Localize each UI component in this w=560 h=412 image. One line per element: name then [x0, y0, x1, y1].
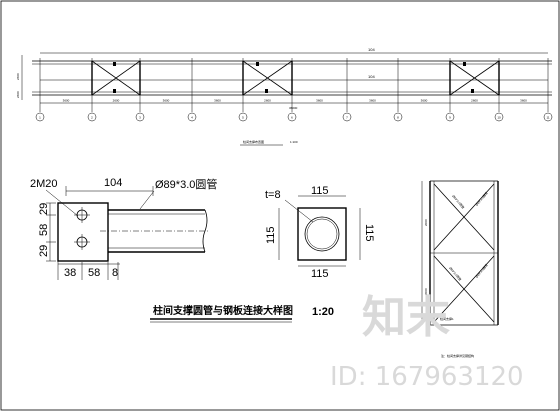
- svg-text:2: 2: [91, 116, 93, 120]
- bay-dim: 2600: [113, 99, 120, 103]
- bay-dim: 3600: [520, 99, 527, 103]
- plate-connection-detail: 2M20 104 Ø89*3.0圆管: [30, 177, 217, 280]
- elevation-scale: 1:100: [290, 140, 298, 144]
- bay-dim: 3600: [63, 99, 70, 103]
- svg-text:11: 11: [546, 116, 549, 120]
- axis-bubble: 11: [543, 112, 553, 122]
- brace-diag-2: [433, 183, 495, 251]
- x-brace-1: [91, 60, 141, 96]
- svg-text:5: 5: [242, 116, 244, 120]
- pipe-section-inner: [306, 218, 338, 250]
- vdim-1: 29: [38, 203, 50, 215]
- hdim-3: 8: [112, 267, 118, 279]
- bolt-hole-bottom: [74, 234, 90, 250]
- svg-text:1: 1: [39, 116, 41, 120]
- x-brace-3: [449, 60, 500, 96]
- bracing-elevation: 104 104: [16, 47, 553, 146]
- member-label-1: Ø89*3.0圆管: [451, 193, 466, 209]
- member-label-2: Ø89*3.0圆管: [474, 190, 489, 206]
- gusset-plate: [57, 202, 109, 262]
- watermark: 知末 ID: 167963120: [330, 292, 524, 392]
- total-dim: 36000: [289, 106, 298, 110]
- bay-dim: 3600: [163, 99, 170, 103]
- square-plate: [297, 207, 347, 261]
- thickness-label: t=8: [265, 189, 281, 201]
- pipe-leader: [139, 190, 155, 210]
- svg-text:10: 10: [497, 116, 501, 120]
- x-brace-2: [242, 60, 293, 96]
- axis-bubble: 4: [187, 112, 197, 122]
- bay-dim: 2600: [471, 99, 478, 103]
- vdim-2: 58: [38, 224, 50, 236]
- axis-bubble: 7: [342, 112, 352, 122]
- axis-bubble: 5: [238, 112, 248, 122]
- bay-dim: 3600: [369, 99, 376, 103]
- sq-bottom-dim: 115: [311, 268, 329, 280]
- pipe-label: Ø89*3.0圆管: [155, 177, 217, 191]
- brace-tag: 柱间支撑1: [440, 316, 454, 321]
- plate-width-dim: 104: [104, 177, 122, 189]
- brace-diag-4: [433, 255, 495, 323]
- column-lines: [39, 58, 549, 112]
- square-plate-detail: t=8 115 115 115 115: [265, 185, 375, 280]
- vdim-3: 29: [38, 245, 50, 257]
- axis-bubble: 6: [287, 112, 297, 122]
- sq-right-dim: 115: [363, 224, 375, 242]
- caption-scale: 1:20: [312, 306, 334, 318]
- bay-dim: 2600: [264, 99, 271, 103]
- bay-dim: 3600: [421, 99, 428, 103]
- svg-text:8: 8: [397, 116, 399, 120]
- pipe-section-outer: [304, 216, 340, 252]
- svg-text:4: 4: [191, 116, 193, 120]
- svg-text:9: 9: [449, 116, 451, 120]
- axis-bubble: 3: [135, 112, 145, 122]
- sq-left-dim: 115: [265, 226, 277, 244]
- side-dim-2: 2600: [16, 91, 20, 98]
- axis-bubble: 9: [445, 112, 455, 122]
- thickness-leader: [284, 199, 314, 223]
- side-dim-1: 2600: [16, 73, 20, 80]
- pipe-break: [202, 209, 208, 253]
- hdim-1: 38: [64, 267, 76, 279]
- svg-text:3: 3: [139, 116, 141, 120]
- caption-title: 柱间支撑圆管与钢板连接大样图: [153, 304, 293, 317]
- watermark-logo: 知末: [362, 292, 450, 343]
- hdim-2: 58: [88, 267, 100, 279]
- watermark-id: ID: 167963120: [330, 362, 524, 392]
- bolt-label: 2M20: [30, 178, 58, 190]
- axis-bubble: 2: [87, 112, 97, 122]
- bay-dim: 3600: [214, 99, 221, 103]
- detail-caption: 柱间支撑圆管与钢板连接大样图 1:20: [150, 304, 334, 323]
- member-label-4: Ø89*3.0圆管: [474, 262, 489, 278]
- bolt-hole-top: [74, 207, 90, 223]
- bay-dim: 3600: [316, 99, 323, 103]
- svg-text:6: 6: [291, 116, 293, 120]
- elevation-title: 柱间支撑布置图: [243, 139, 264, 144]
- axis-bubble: 8: [393, 112, 403, 122]
- axis-bubbles: 1 2 3 4 5 6 7 8 9 10 11: [35, 112, 553, 122]
- brace-dim-2: 2000: [424, 288, 428, 295]
- brace-note: 注：柱间支撑详见钢结构: [441, 353, 474, 358]
- sq-top-dim: 115: [311, 185, 329, 197]
- brace-dim-1: 2000: [424, 219, 428, 226]
- axis-bubble: 1: [35, 112, 45, 122]
- top-dim-2: 104: [368, 74, 375, 79]
- svg-text:7: 7: [346, 116, 348, 120]
- axis-bubble: 10: [494, 112, 504, 122]
- top-dim-1: 104: [368, 47, 375, 52]
- bay-dimensions: 3600 2600 3600 3600 2600 3600 3600 3600 2600 3600: [63, 99, 528, 103]
